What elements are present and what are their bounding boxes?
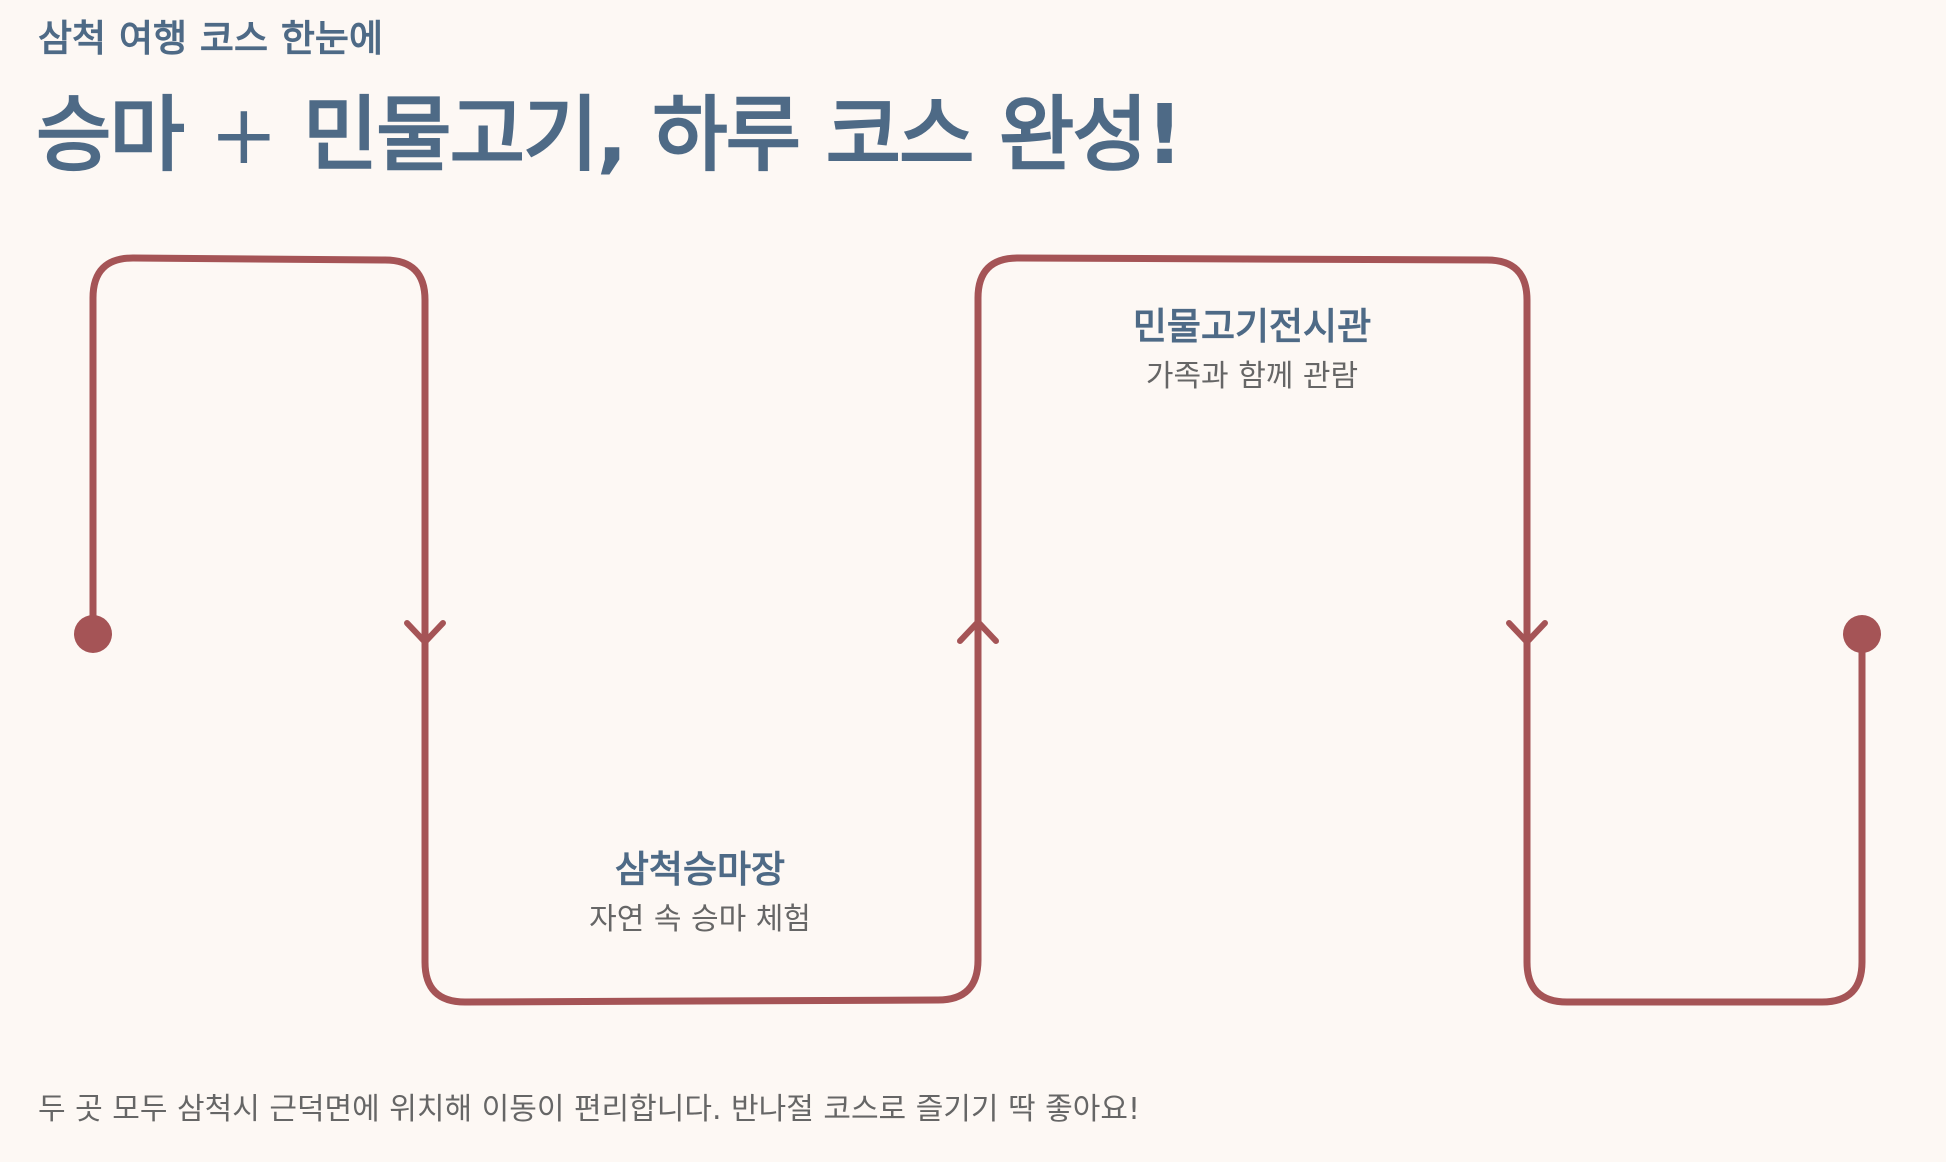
stop-description: 자연 속 승마 체험 xyxy=(589,902,811,938)
stop-description: 가족과 함께 관람 xyxy=(1145,359,1359,395)
title-part-fish: 민물고기, 하루 코스 완성! xyxy=(302,88,1184,183)
route-end-dot xyxy=(1843,615,1881,653)
title-part-horse-riding: 승마 xyxy=(36,88,185,183)
stop-name: 삼척승마장 xyxy=(614,848,786,891)
stop-horse-riding: 삼척승마장 자연 속 승마 체험 xyxy=(589,848,811,938)
route-start-dot xyxy=(74,615,112,653)
route-path xyxy=(89,254,1866,1006)
title-plus-sign: + xyxy=(209,88,278,183)
page-title: 승마 + 민물고기, 하루 코스 완성! xyxy=(36,68,1184,187)
stop-fish-museum: 민물고기전시관 가족과 함께 관람 xyxy=(1133,305,1371,395)
page-subtitle: 삼척 여행 코스 한눈에 xyxy=(38,17,384,60)
footer-note: 두 곳 모두 삼척시 근덕면에 위치해 이동이 편리합니다. 반나절 코스로 즐… xyxy=(38,1092,1140,1127)
route-arrow-down-icon xyxy=(404,620,446,645)
stop-name: 민물고기전시관 xyxy=(1132,305,1372,348)
route-arrow-up-icon xyxy=(957,619,999,644)
route-arrow-down-icon xyxy=(1506,620,1548,645)
